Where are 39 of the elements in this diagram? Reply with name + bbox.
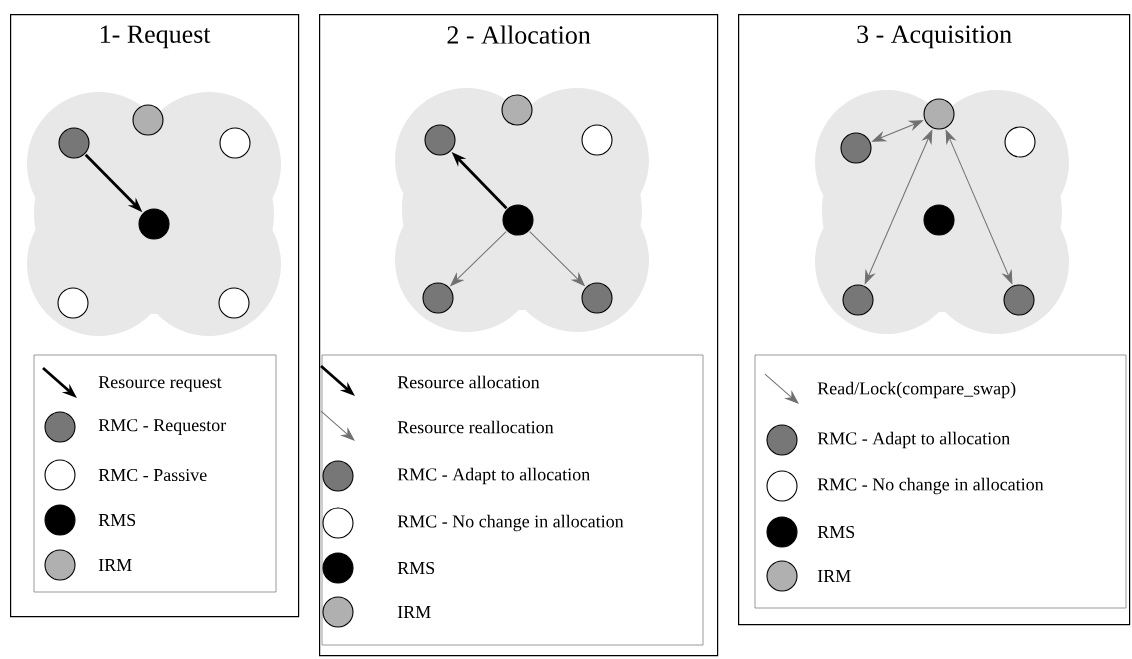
legend-label: RMC - Passive: [98, 468, 207, 482]
legend-label: RMC - Adapt to allocation: [817, 431, 1010, 449]
legend-label: RMC - Adapt to allocation: [397, 467, 590, 485]
circle-marker: [501, 94, 533, 126]
legend-label: RMC - No change in allocation: [817, 477, 1044, 495]
legend-label: Read/Lock(compare_swap): [817, 381, 1016, 399]
arrow: [529, 231, 585, 286]
legend-label: RMC - No change in allocation: [397, 514, 624, 532]
circle-marker: [138, 208, 170, 240]
circle-marker: [218, 287, 250, 319]
circle-marker: [58, 127, 90, 159]
arrow: [864, 130, 933, 284]
circle-marker: [923, 98, 955, 130]
arrow: [945, 130, 1013, 284]
legend-label: IRM: [98, 559, 132, 571]
circle-marker: [424, 124, 456, 156]
legend-label: RMS: [98, 513, 136, 527]
circle-marker: [57, 287, 89, 319]
legend-label: Resource request: [98, 376, 222, 392]
circle-marker: [1004, 126, 1036, 158]
legend-label: IRM: [817, 570, 851, 582]
circle-marker: [840, 132, 872, 164]
circle-marker: [132, 104, 164, 136]
legend-label: Resource allocation: [397, 375, 540, 389]
circle-marker: [219, 127, 251, 159]
legend-label: Resource reallocation: [397, 420, 554, 434]
legend-label: RMC - Requestor: [98, 419, 227, 435]
legend-label: IRM: [397, 606, 431, 618]
legend-label: RMS: [397, 561, 435, 575]
arrow: [872, 120, 923, 142]
circle-marker: [502, 204, 534, 236]
legend-label: RMS: [817, 525, 855, 539]
arrow: [450, 231, 507, 286]
circle-marker: [581, 282, 613, 314]
circle-marker: [1003, 284, 1035, 316]
circle-marker: [581, 124, 613, 156]
circle-marker: [422, 282, 454, 314]
circle-marker: [842, 284, 874, 316]
circle-marker: [923, 204, 955, 236]
